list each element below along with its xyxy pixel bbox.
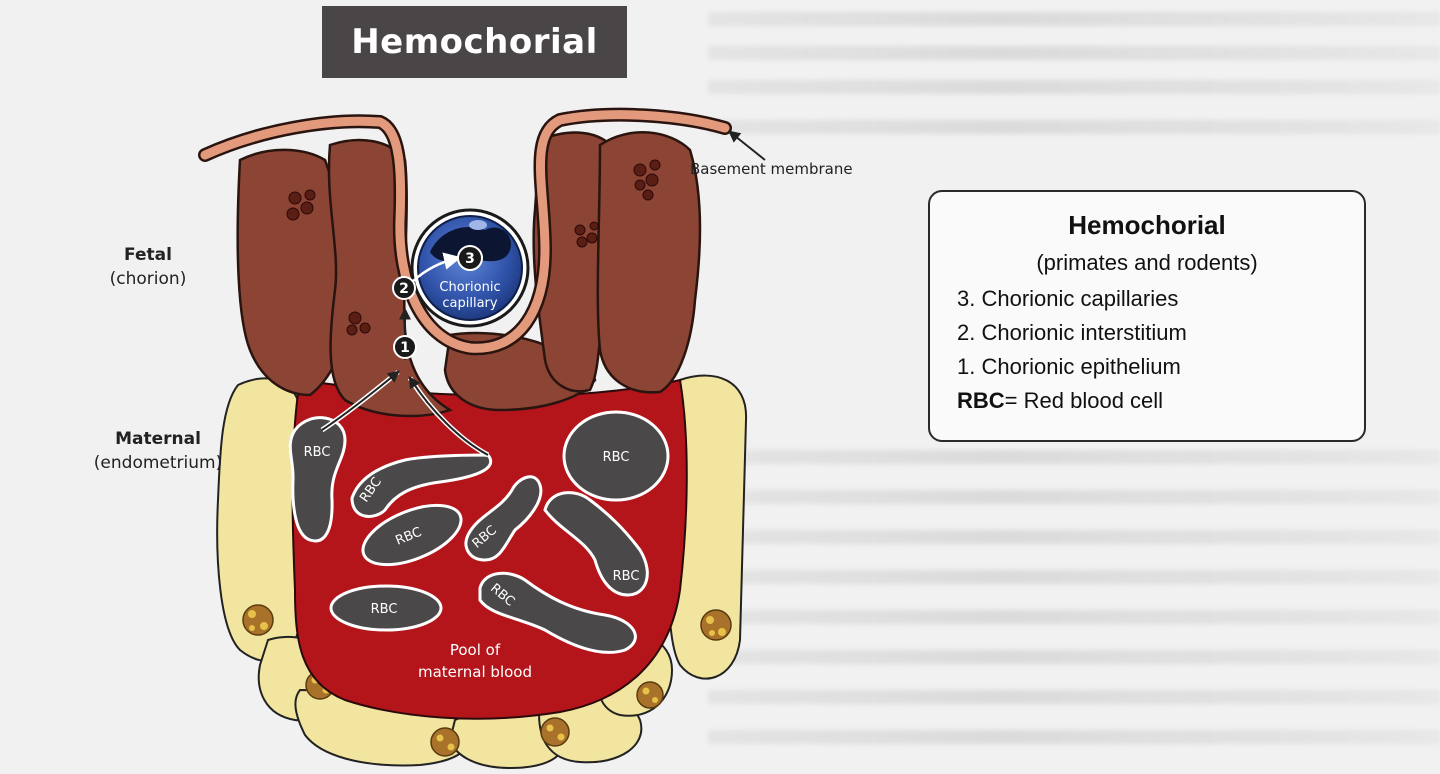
fetal-villi [236, 131, 702, 418]
rbc-shape-7 [329, 584, 443, 632]
rbc-shape-8 [478, 571, 637, 654]
rbc-shape-3 [361, 503, 463, 567]
fetal-label: Fetal (chorion) [78, 243, 218, 291]
rbc-label-6: RBC [613, 569, 640, 584]
step-label-2: 2 [399, 281, 409, 297]
capillary-label-line2: capillary [442, 296, 498, 311]
fetal-label-sub: (chorion) [109, 269, 187, 289]
maternal-label: Maternal (endometrium) [68, 427, 248, 475]
step-circle-1 [393, 335, 417, 359]
maternal-label-title: Maternal [115, 429, 201, 449]
pool-label-line1: Pool of [450, 641, 501, 659]
fetal-label-title: Fetal [124, 245, 172, 265]
step-label-1: 1 [400, 340, 410, 356]
villi-cell-clusters [286, 159, 661, 336]
membrane-pointer-arrow [728, 130, 766, 161]
rbc-label-5: RBC [603, 450, 630, 465]
rbc-cells [288, 410, 670, 654]
rbc-shape-5 [562, 410, 670, 502]
legend-item-interstitium: 2. Chorionic interstitium [957, 320, 1187, 345]
step-circle-3 [457, 245, 483, 271]
step-markers: 1 2 3 [392, 245, 483, 359]
rbc-shape-6 [543, 491, 649, 597]
legend-box: Hemochorial (primates and rodents) 3. Ch… [928, 190, 1366, 442]
rbc-shape-4 [464, 475, 543, 562]
rbc-shape-2 [350, 453, 492, 518]
basement-membrane-label: Basement membrane [690, 160, 853, 178]
legend-rbc-abbr: RBC [957, 388, 1005, 413]
transport-arrows [320, 252, 490, 458]
legend-title: Hemochorial [1068, 210, 1226, 240]
rbc-label-7: RBC [371, 602, 398, 617]
legend-item-capillaries: 3. Chorionic capillaries [957, 286, 1179, 311]
legend-item-rbc: RBC= Red blood cell [957, 388, 1163, 414]
legend-item-epithelium: 1. Chorionic epithelium [957, 354, 1181, 379]
step-circle-2 [392, 276, 416, 300]
diagram-title: Hemochorial [322, 6, 627, 78]
rbc-shape-1 [288, 416, 347, 543]
maternal-label-sub: (endometrium) [93, 453, 223, 473]
pool-label-line2: maternal blood [418, 663, 532, 681]
step-label-3: 3 [465, 251, 475, 267]
rbc-label-1: RBC [304, 445, 331, 460]
legend-subtitle: (primates and rodents) [1036, 250, 1258, 275]
capillary-label-line1: Chorionic [439, 280, 500, 295]
legend-rbc-definition: = Red blood cell [1004, 388, 1164, 413]
